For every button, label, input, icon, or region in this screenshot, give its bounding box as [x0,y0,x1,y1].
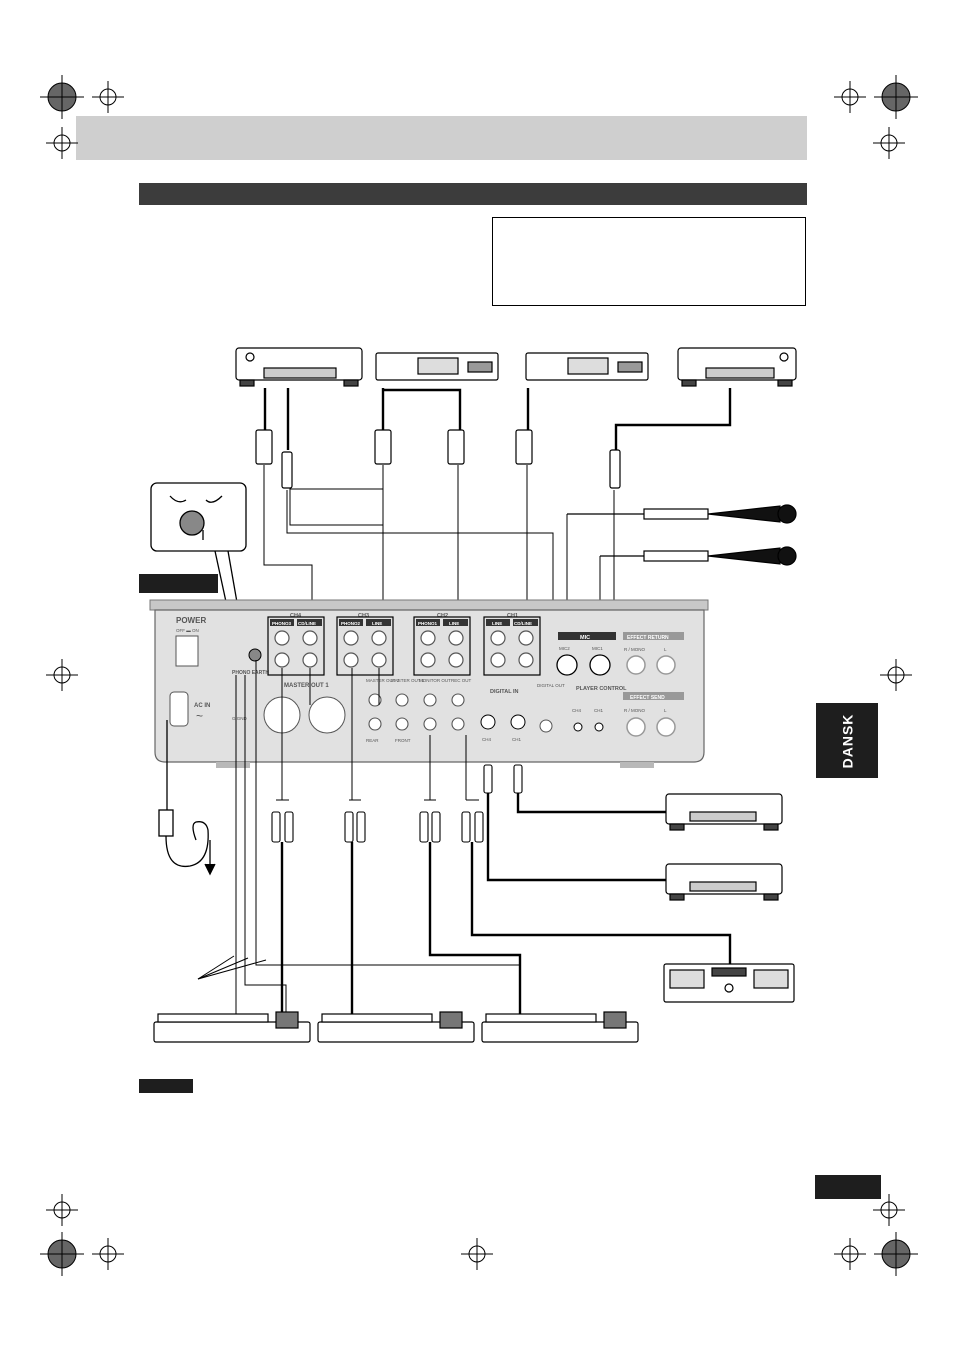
cd-turntable-right-2 [665,863,783,901]
digital-ch4-label: CH4 [482,737,491,742]
power-states: OFF ▬ ON [176,628,199,633]
jack-label-cd-line-ch4: CD/LINE [298,621,316,626]
effect-return-l-jack[interactable] [656,655,676,675]
effect-send-label: EFFECT SEND [630,695,665,701]
power-label: POWER [176,616,206,625]
effect-return-r-mono: R / MONO [624,647,645,652]
mic1-jack[interactable] [589,654,611,676]
turntable-2 [317,1011,475,1043]
power-cord [158,720,216,876]
cd-player-1 [375,352,499,381]
effect-send-r-mono: R / MONO [624,708,645,713]
digital-in-ch4-jack[interactable] [480,714,496,730]
effect-send-l-jack[interactable] [656,717,676,737]
mic-label: MIC [580,635,590,641]
ac-in-symbol: ~ [196,709,203,723]
monitor-out-label: MONITOR OUT [419,678,451,683]
jack-label-phono3: PHONO3 [272,621,292,626]
ch3-label: CH3 [358,613,369,619]
input-jacks [274,630,534,668]
effect-return-r-jack[interactable] [626,655,646,675]
page-header-bar [76,116,807,160]
jack-label-phono2: PHONO2 [341,621,361,626]
jack-label-line-ch3: LINE [372,621,382,626]
ch2-label: CH2 [437,613,448,619]
gnd-label: G GND [232,716,248,721]
xlr-jack-right[interactable] [308,696,346,734]
digital-ch1-label: CH1 [512,737,521,742]
ac-in-label: AC IN [194,703,210,709]
player-control-ch1-jack[interactable] [594,722,604,732]
power-switch[interactable] [175,635,199,667]
effect-send-l: L [664,708,667,713]
phono-earth-terminal[interactable] [248,648,262,662]
ac-inlet[interactable] [169,691,189,727]
mic2-label: MIC2 [559,646,570,651]
front-label: FRONT [395,738,411,743]
jack-label-line-ch2: LINE [449,621,459,626]
page-number-box [815,1175,881,1199]
microphone-1 [567,504,797,524]
digital-in-label: DIGITAL IN [490,689,519,695]
input-jack-groups [267,616,541,676]
side-mark-right [880,659,912,691]
master-out1-xlr-label: MASTER OUT 1 [284,683,329,689]
player-control-ch4-jack[interactable] [573,722,583,732]
bottom-center-mark [461,1238,493,1270]
player-ch1-label: CH1 [594,708,603,713]
digital-out-jack[interactable] [539,719,553,733]
input-jack-labels: PHONO3 CD/LINE PHONO2 LINE PHONO1 LINE L… [270,619,538,626]
turntable-3 [481,1011,639,1043]
digital-out-label: DIGITAL OUT [537,683,565,688]
rec-out-label: REC OUT [451,678,472,683]
player-control-label: PLAYER CONTROL [576,686,627,692]
rear-label: REAR [366,738,379,743]
phono-earth-label: PHONO EARTH [232,670,269,676]
mixer-rear-panel: POWER OFF ▬ ON AC IN ~ PHONO EARTH G GND… [149,599,709,768]
master-out2-label: MASTER OUT 2 [366,678,400,683]
rca-plugs-top [255,429,621,489]
cd-turntable-top-left [235,347,363,387]
section-heading-bar [139,183,807,205]
callout-box [289,488,384,526]
effect-return-l: L [664,647,667,652]
corner-mark-tl [40,75,124,159]
digital-in-ch1-jack[interactable] [510,714,526,730]
turntable-1 [153,1011,311,1043]
top-cables [263,388,732,450]
cd-turntable-right-1 [665,793,783,831]
corner-mark-bl [40,1194,124,1276]
output-jacks [368,693,465,731]
mic2-jack[interactable] [556,654,578,676]
corner-mark-tr [834,75,918,159]
mic1-label: MIC1 [592,646,603,651]
master-out1-label: MASTER OUT 1 [391,678,425,683]
rear-panel-label [139,574,218,593]
earth-wire-arrows [197,955,267,980]
ch4-label: CH4 [290,613,302,619]
jack-label-cd-line-ch1: CD/LINE [514,621,532,626]
lower-rca-plugs [271,764,523,843]
input-channel-labels: CH4 CH3 CH2 CH1 [290,613,518,619]
note-box [492,217,806,306]
effect-send-r-jack[interactable] [626,717,646,737]
jack-label-line-ch1: LINE [492,621,502,626]
lower-cables-thick [280,793,732,1015]
corner-mark-br [834,1194,918,1276]
language-tab: DANSK [816,703,878,778]
effect-return-label: EFFECT RETURN [627,635,669,641]
note-label [139,1079,193,1093]
registration-marks [40,75,918,1276]
output-labels: MASTER OUT 2 MASTER OUT 1 MONITOR OUT RE… [366,678,472,743]
cd-turntable-top-right [677,347,797,387]
cd-player-2 [525,352,649,381]
player-ch4-label: CH4 [572,708,581,713]
ch1-label: CH1 [507,613,518,619]
microphone-2 [600,546,797,566]
cassette-deck [663,963,795,1003]
side-mark-left [46,659,78,691]
jack-label-phono1: PHONO1 [418,621,438,626]
